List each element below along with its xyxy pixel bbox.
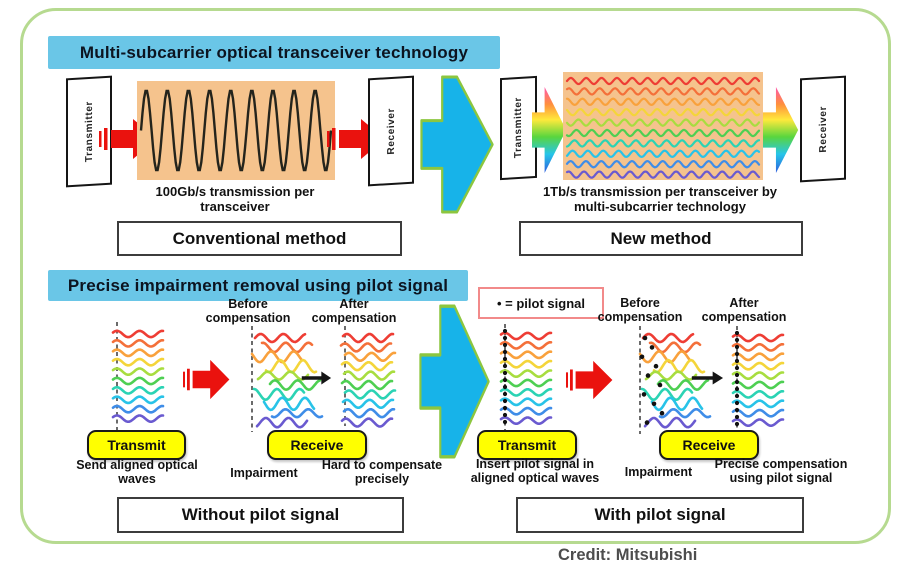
receive-button: Receive <box>659 430 759 460</box>
new-method-caption: 1Tb/s transmission per transceiver by mu… <box>542 184 778 214</box>
wave-column-before-compensation <box>250 326 324 432</box>
method-label: Without pilot signal <box>181 505 340 524</box>
impairment-label: Impairment <box>624 465 693 479</box>
receive-caption: Precise compensation using pilot signal <box>714 457 848 485</box>
before-compensation-label: Before compensation <box>205 297 291 325</box>
pilot-signal-legend-label: • = pilot signal <box>497 295 585 311</box>
wave-column-pilot-aligned <box>499 324 553 434</box>
transmitter-label: Transmitter <box>513 97 524 159</box>
red-arrow-icon <box>183 359 230 400</box>
red-arrow-icon <box>566 360 613 400</box>
method-box-conventional: Conventional method <box>117 221 402 256</box>
credit-text: Credit: Mitsubishi <box>558 546 698 564</box>
method-label: New method <box>610 228 712 248</box>
transmit-caption: Send aligned optical waves <box>76 458 198 486</box>
fiber-box-new <box>563 72 763 180</box>
receiver-label: Receiver <box>817 105 829 153</box>
top-header-label: Multi-subcarrier optical transceiver tec… <box>79 42 469 62</box>
transmit-caption: Insert pilot signal in aligned optical w… <box>470 457 600 485</box>
rainbow-arrow-icon <box>532 86 567 174</box>
receiver-shape-conventional: Receiver <box>368 75 414 187</box>
rainbow-arrow-icon <box>763 86 799 174</box>
transmit-button: Transmit <box>87 430 186 460</box>
bottom-section-header: Precise impairment removal using pilot s… <box>48 270 468 301</box>
impairment-label: Impairment <box>230 466 298 480</box>
method-label: Conventional method <box>172 228 347 248</box>
receiver-shape-new: Receiver <box>800 75 846 183</box>
multi-subcarrier-waves <box>565 76 761 179</box>
fiber-box-conventional <box>137 81 335 180</box>
big-blue-arrow-icon <box>419 304 490 459</box>
receive-label: Receive <box>290 437 344 453</box>
after-compensation-label: After compensation <box>701 296 787 324</box>
before-compensation-label: Before compensation <box>597 296 683 324</box>
method-label: With pilot signal <box>594 505 726 524</box>
transmit-label: Transmit <box>497 437 557 453</box>
black-arrow-icon <box>301 371 332 385</box>
wave-column-aligned <box>111 322 165 434</box>
wave-column-after-compensation <box>339 326 397 428</box>
receiver-label: Receiver <box>385 107 397 155</box>
red-arrow-icon <box>99 119 157 159</box>
black-arrow-icon <box>691 371 724 385</box>
transmit-button: Transmit <box>477 430 577 460</box>
pilot-signal-legend: • = pilot signal <box>478 287 604 319</box>
method-box-with-pilot: With pilot signal <box>516 497 804 533</box>
method-box-without-pilot: Without pilot signal <box>117 497 404 533</box>
method-box-new: New method <box>519 221 803 256</box>
big-blue-arrow-icon <box>420 75 494 214</box>
conventional-caption: 100Gb/s transmission per transceiver <box>155 184 315 214</box>
wave-column-pilot-before <box>638 326 712 434</box>
top-section-header: Multi-subcarrier optical transceiver tec… <box>48 36 500 69</box>
receive-label: Receive <box>682 437 736 453</box>
transmit-label: Transmit <box>107 437 166 453</box>
receive-button: Receive <box>267 430 367 460</box>
bottom-header-label: Precise impairment removal using pilot s… <box>67 275 449 295</box>
receive-caption: Hard to compensate precisely <box>321 458 443 486</box>
single-carrier-wave <box>139 89 333 172</box>
red-arrow-icon <box>327 119 385 159</box>
wave-column-pilot-after <box>731 326 785 430</box>
after-compensation-label: After compensation <box>311 297 397 325</box>
transmitter-label: Transmitter <box>83 100 95 163</box>
outer-frame-border <box>20 8 891 544</box>
